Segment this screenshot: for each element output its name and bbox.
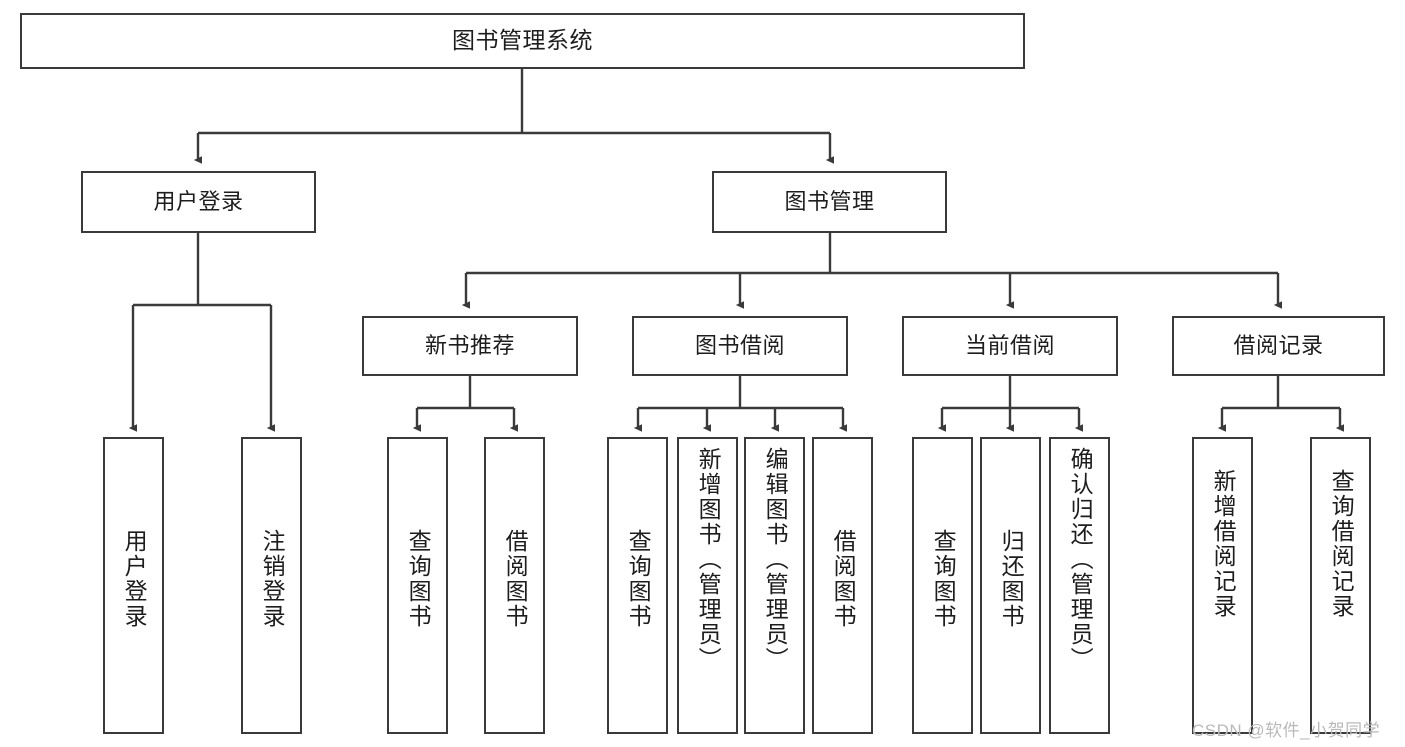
node-borrow-record[interactable]: 借阅记录 xyxy=(1172,316,1385,376)
leaf-user-login[interactable]: 用户登录 xyxy=(103,437,164,734)
leaf-edit-book-admin[interactable]: 编辑图书（管理员） xyxy=(744,437,805,734)
node-label: 图书管理 xyxy=(784,188,875,214)
node-current-borrowing[interactable]: 当前借阅 xyxy=(902,316,1118,376)
leaf-confirm-return-admin[interactable]: 确认归还（管理员） xyxy=(1049,437,1110,734)
node-label: 编辑图书（管理员） xyxy=(762,447,789,672)
leaf-query-book-new[interactable]: 查询图书 xyxy=(387,437,448,734)
node-label: 查询图书 xyxy=(625,529,652,629)
node-label: 用户登录 xyxy=(121,529,148,629)
node-label: 查询图书 xyxy=(405,529,432,629)
leaf-add-book-admin[interactable]: 新增图书（管理员） xyxy=(677,437,738,734)
csdn-watermark: CSDN @软件_小贺同学 xyxy=(1192,721,1381,740)
node-label: 借阅图书 xyxy=(502,529,529,629)
node-label: 新增借阅记录 xyxy=(1210,469,1237,619)
node-book-borrowing[interactable]: 图书借阅 xyxy=(632,316,848,376)
node-label: 注销登录 xyxy=(259,529,286,629)
node-label: 图书借阅 xyxy=(694,332,785,358)
node-label: 确认归还（管理员） xyxy=(1067,447,1094,672)
node-root-system[interactable]: 图书管理系统 xyxy=(20,13,1025,69)
leaf-query-book-current[interactable]: 查询图书 xyxy=(912,437,973,734)
node-label: 借阅图书 xyxy=(830,529,857,629)
node-new-book-recommendation[interactable]: 新书推荐 xyxy=(362,316,578,376)
node-label: 用户登录 xyxy=(153,188,244,214)
node-user-login[interactable]: 用户登录 xyxy=(81,171,316,233)
leaf-logout[interactable]: 注销登录 xyxy=(241,437,302,734)
leaf-borrow-book-new[interactable]: 借阅图书 xyxy=(484,437,545,734)
leaf-return-book[interactable]: 归还图书 xyxy=(980,437,1041,734)
node-label: 查询图书 xyxy=(930,529,957,629)
leaf-query-book-borrow[interactable]: 查询图书 xyxy=(607,437,668,734)
node-label: 新书推荐 xyxy=(424,332,515,358)
node-label: 查询借阅记录 xyxy=(1328,469,1355,619)
node-book-management[interactable]: 图书管理 xyxy=(712,171,947,233)
node-label: 新增图书（管理员） xyxy=(695,447,722,672)
node-label: 归还图书 xyxy=(998,529,1025,629)
node-label: 图书管理系统 xyxy=(452,27,593,54)
leaf-query-borrow-record[interactable]: 查询借阅记录 xyxy=(1310,437,1371,734)
node-label: 借阅记录 xyxy=(1233,332,1324,358)
node-label: 当前借阅 xyxy=(964,332,1055,358)
leaf-borrow-book-borrow[interactable]: 借阅图书 xyxy=(812,437,873,734)
leaf-add-borrow-record[interactable]: 新增借阅记录 xyxy=(1192,437,1253,734)
